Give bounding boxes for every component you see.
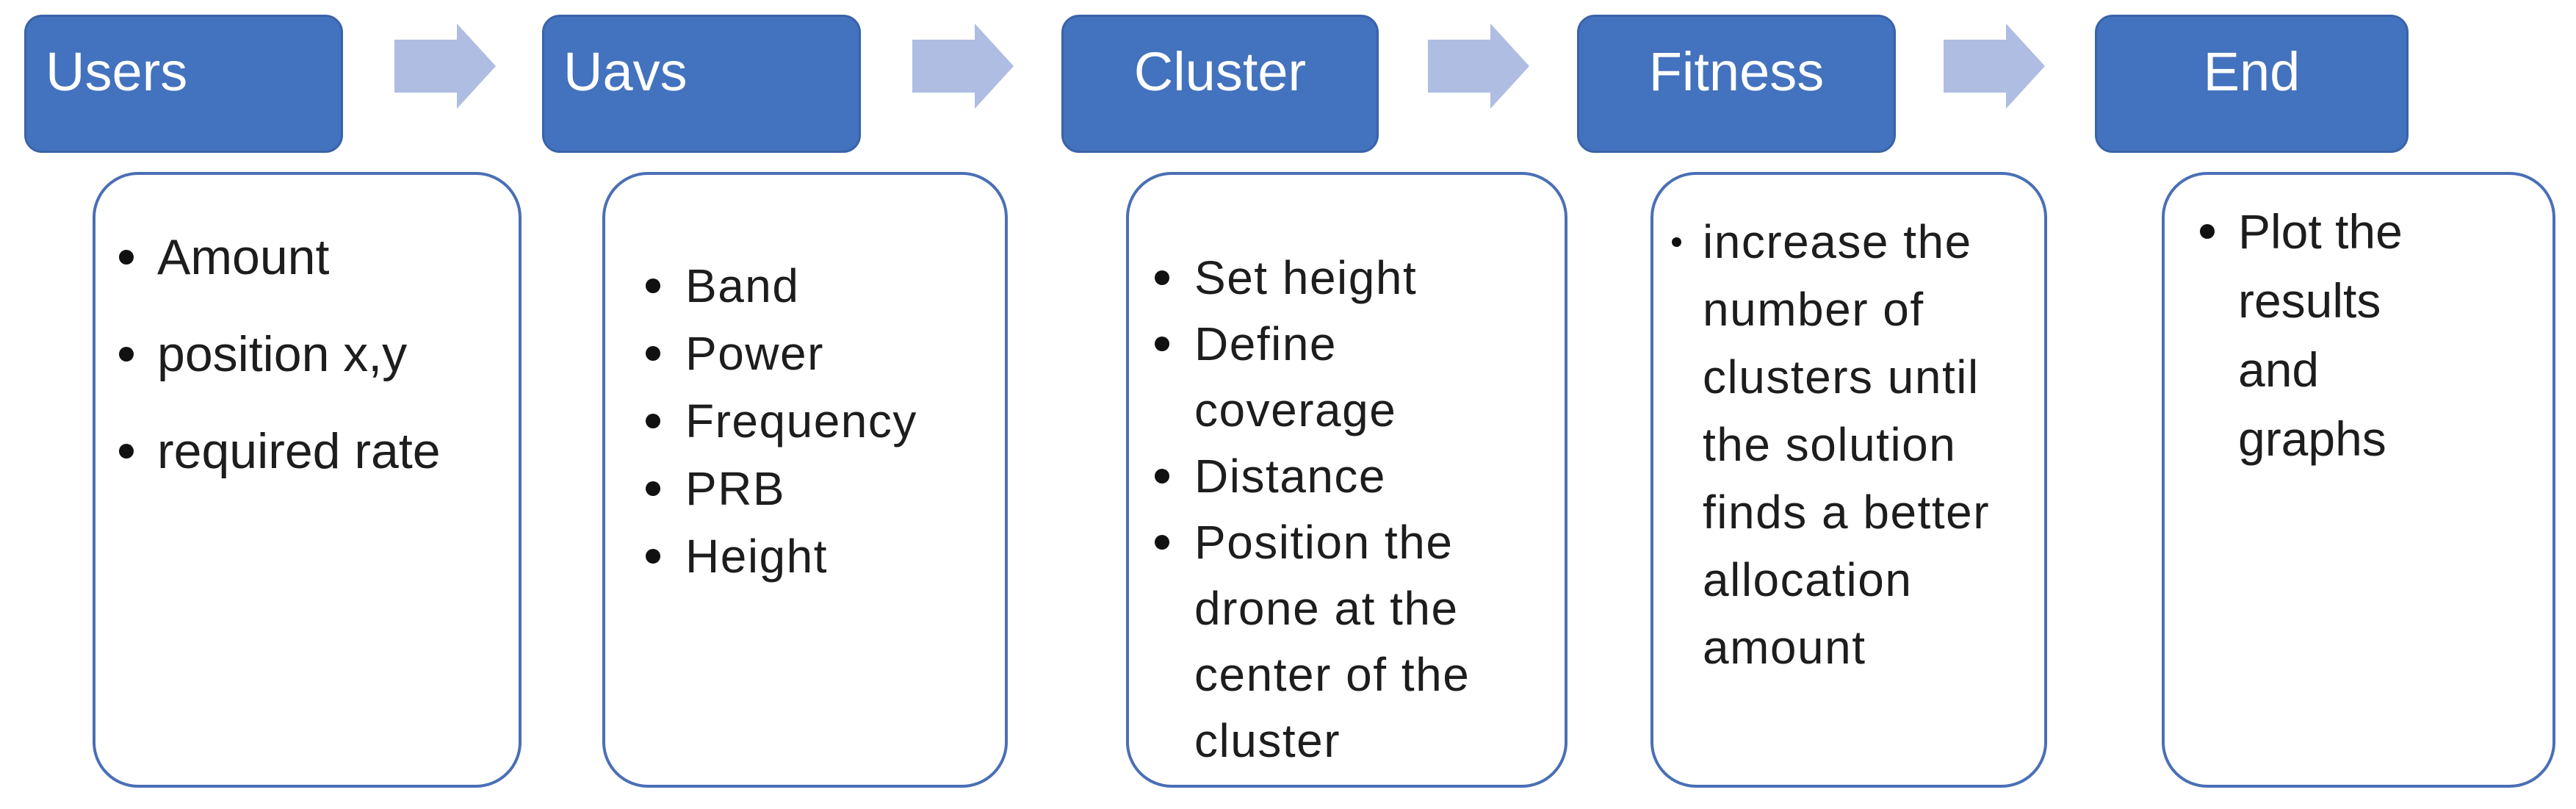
stage-header-end: End	[2095, 15, 2409, 153]
bullet-icon	[646, 278, 660, 293]
bullet-list: Plot the results and graphs	[2165, 175, 2552, 473]
arrow-right-icon	[394, 22, 497, 110]
bullet-text: Define coverage	[1194, 317, 1397, 436]
stage-detail-box-users: Amount position x,y required rate	[93, 172, 522, 788]
bullet-icon	[119, 444, 134, 459]
bullet-text: Plot the results and graphs	[2238, 204, 2403, 466]
arrow-right-icon	[1944, 22, 2046, 110]
bullet-item: Power	[646, 320, 997, 387]
bullet-icon	[1672, 237, 1681, 247]
stage-detail-box-end: Plot the results and graphs	[2162, 172, 2555, 788]
bullet-text: Position the drone at the center of the …	[1194, 516, 1471, 767]
bullet-item: required rate	[119, 403, 511, 500]
bullet-item: Amount	[119, 209, 511, 306]
bullet-text: required rate	[157, 423, 441, 479]
bullet-icon	[1155, 270, 1169, 285]
bullet-text: Distance	[1194, 450, 1386, 503]
bullet-icon	[1155, 337, 1169, 351]
arrow-right-icon	[1428, 22, 1531, 110]
bullet-item: Set height	[1155, 245, 1560, 311]
bullet-list: Amount position x,y required rate	[95, 175, 519, 500]
bullet-item: PRB	[646, 455, 997, 522]
stage-header-fitness: Fitness	[1577, 15, 1896, 153]
bullet-text: Set height	[1194, 251, 1418, 304]
bullet-text: Height	[685, 530, 828, 583]
bullet-item: Frequency	[646, 387, 997, 455]
bullet-item: Define coverage	[1155, 311, 1560, 443]
bullet-text: Amount	[157, 229, 330, 285]
bullet-text: PRB	[685, 462, 786, 515]
bullet-icon	[646, 346, 660, 361]
bullet-list: increase the number of clusters until th…	[1653, 175, 2044, 681]
bullet-icon	[2200, 224, 2215, 239]
bullet-item: Distance	[1155, 443, 1560, 509]
bullet-icon	[646, 481, 660, 496]
bullet-item: Position the drone at the center of the …	[1155, 509, 1560, 774]
bullet-icon	[646, 414, 660, 428]
bullet-text: position x,y	[157, 326, 408, 382]
bullet-item: Plot the results and graphs	[2200, 197, 2545, 473]
bullet-icon	[119, 347, 134, 362]
bullet-text: Power	[685, 327, 824, 380]
bullet-icon	[119, 250, 134, 265]
bullet-item: increase the number of clusters until th…	[1672, 208, 2041, 681]
bullet-item: Height	[646, 522, 997, 590]
bullet-icon	[1155, 535, 1169, 550]
bullet-text: Frequency	[685, 395, 917, 447]
bullet-item: position x,y	[119, 306, 511, 403]
arrow-right-icon	[912, 22, 1015, 110]
stage-header-cluster: Cluster	[1061, 15, 1379, 153]
bullet-text: increase the number of clusters until th…	[1703, 215, 1990, 674]
bullet-icon	[646, 549, 660, 564]
bullet-text: Band	[685, 259, 800, 312]
stage-detail-box-fitness: increase the number of clusters until th…	[1650, 172, 2047, 788]
bullet-item: Band	[646, 252, 997, 320]
bullet-icon	[1155, 469, 1169, 483]
stage-header-users: Users	[24, 15, 343, 153]
stage-header-uavs: Uavs	[542, 15, 861, 153]
